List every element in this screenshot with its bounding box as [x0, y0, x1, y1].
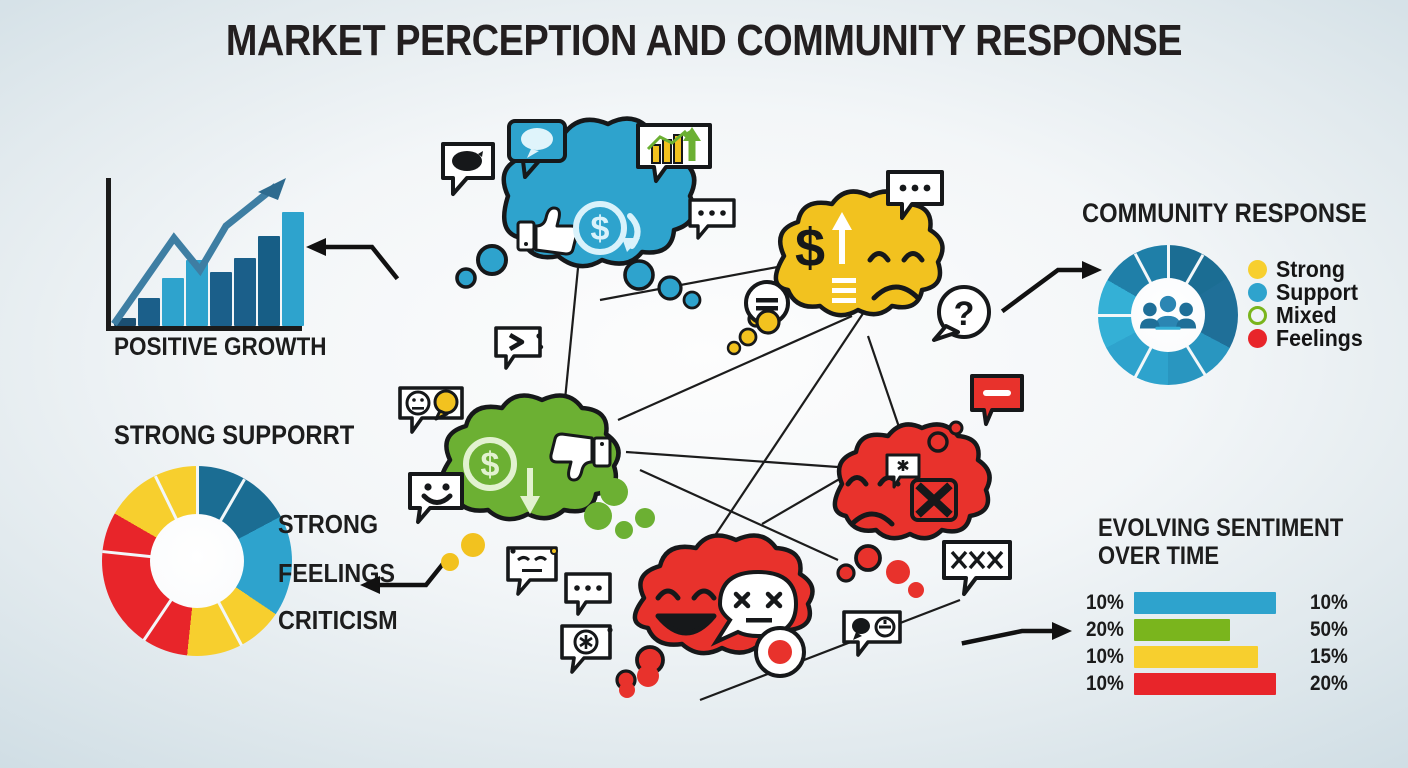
evolving-left-label-4: 10% [1086, 672, 1124, 695]
arrow-left-to-growth-chart [306, 238, 400, 281]
red-thought-cloud-right [816, 418, 1016, 583]
growth-trend-arrow [111, 178, 286, 327]
growth-bar-3 [162, 278, 184, 326]
growth-bar-7 [258, 236, 280, 326]
arrow-right-to-evolving-chart [961, 622, 1072, 646]
thumbs-up-icon [516, 206, 579, 256]
svg-text:?: ? [954, 295, 975, 333]
evolving-left-label-1: 10% [1086, 591, 1124, 614]
evolving-bar-4 [1134, 673, 1276, 695]
strong-support-donut [102, 466, 292, 656]
dollar-circle-icon: $ [463, 437, 517, 491]
speech-bubble-neutral-face [396, 384, 474, 440]
laughing-face-icon [655, 588, 717, 636]
legend-label-support: Support [1276, 279, 1358, 305]
dollar-sign-icon: $ [795, 218, 825, 278]
legend-item: Feelings [1248, 325, 1378, 351]
speech-bubble-chat [505, 117, 571, 183]
x-mark-icon [910, 478, 958, 522]
arrow-left-to-support-donut [360, 556, 450, 594]
growth-y-axis [106, 178, 111, 330]
evolving-row: 10% 15% [1086, 644, 1348, 670]
legend-label-mixed: Mixed [1276, 302, 1337, 328]
growth-bar-8 [282, 212, 304, 326]
speech-bubble-equals [742, 278, 792, 328]
evolving-bar-2 [1134, 619, 1230, 641]
growth-chart-label: POSITIVE GROWTH [114, 333, 327, 361]
evolving-bar-1 [1134, 592, 1276, 614]
legend-dot-strong [1248, 260, 1267, 279]
legend-dot-feelings [1248, 329, 1267, 348]
growth-bar-4 [186, 260, 208, 326]
community-response-title: COMMUNITY RESPONSE [1082, 198, 1367, 228]
growth-x-axis [106, 326, 302, 331]
thumbs-down-icon [549, 432, 612, 482]
speech-bubble-xxx [940, 538, 1016, 598]
donut-hole [150, 514, 244, 608]
community-response-donut [1098, 245, 1238, 385]
growth-bar-1 [114, 318, 136, 326]
speech-bubble-ellipsis [686, 196, 738, 244]
speech-bubble-ellipsis [884, 168, 946, 224]
dollar-refresh-icon: $ [573, 201, 641, 255]
speech-bubble-asterisk [884, 452, 924, 494]
evolving-sentiment-title: EVOLVING SENTIMENT OVER TIME [1098, 514, 1344, 570]
evolving-right-label-1: 10% [1310, 591, 1348, 614]
evolving-row: 10% 10% [1086, 590, 1348, 616]
evolving-left-label-2: 20% [1086, 618, 1124, 641]
evolving-row: 20% 50% [1086, 617, 1348, 643]
svg-text:$: $ [591, 210, 610, 248]
legend-item: Strong [1248, 256, 1378, 282]
evolving-sentiment-chart: 10% 10% 20% 50% 10% 15% 10% 20% [1086, 512, 1386, 702]
legend-item: Mixed [1248, 302, 1378, 328]
evolving-right-label-3: 15% [1310, 645, 1348, 668]
donut-separator [196, 466, 199, 561]
legend-dot-mixed [1248, 306, 1267, 325]
legend-dot-support [1248, 283, 1267, 302]
positive-growth-chart: POSITIVE GROWTH [92, 178, 392, 363]
evolving-bar-3 [1134, 646, 1258, 668]
legend-item: Support [1248, 279, 1378, 305]
people-group-icon [1139, 295, 1197, 330]
speech-bubble-chevron [492, 324, 548, 376]
yellow-thought-cloud: $ [747, 186, 964, 336]
community-response-legend: Strong Support Mixed Feelings [1248, 256, 1378, 351]
speech-bubble-black-blob [437, 138, 499, 200]
strong-support-title: STRONG SUPPORRT [114, 420, 355, 450]
speech-bubble-chat [840, 608, 906, 660]
speech-bubble-asterisk [558, 622, 620, 680]
speech-bubble-minus [968, 372, 1026, 428]
arrow-right-to-community-donut [1000, 261, 1102, 314]
green-thought-cloud: $ [420, 392, 640, 542]
up-arrow-icon [832, 212, 852, 264]
growth-bar-5 [210, 272, 232, 326]
evolving-left-label-3: 10% [1086, 645, 1124, 668]
legend-label-feelings: Feelings [1276, 325, 1363, 351]
growth-bar-6 [234, 258, 256, 326]
speech-bubble-ellipsis [562, 570, 618, 622]
donut-label-criticism: CRITICISM [278, 605, 398, 635]
down-arrow-icon [520, 468, 540, 514]
dead-face-bubble-icon [710, 569, 799, 647]
svg-text:$: $ [481, 446, 500, 484]
evolving-right-label-2: 50% [1310, 618, 1348, 641]
growth-bar-2 [138, 298, 160, 326]
speech-bubble-growth-chart [634, 121, 714, 189]
donut-hole [1131, 278, 1205, 352]
red-thought-cloud-bottom [614, 533, 844, 694]
evolving-right-label-4: 20% [1310, 672, 1348, 695]
speech-bubble-neutral-face [504, 544, 566, 602]
equals-icon [832, 278, 856, 303]
sad-face-icon [867, 251, 925, 301]
page-title: MARKET PERCEPTION AND COMMUNITY RESPONSE [225, 16, 1183, 65]
donut-label-strong: STRONG [278, 509, 379, 539]
speech-bubble-question: ? [932, 282, 998, 346]
evolving-row: 10% 20% [1086, 671, 1348, 697]
speech-bubble-smile [406, 470, 472, 530]
legend-label-strong: Strong [1276, 256, 1345, 282]
